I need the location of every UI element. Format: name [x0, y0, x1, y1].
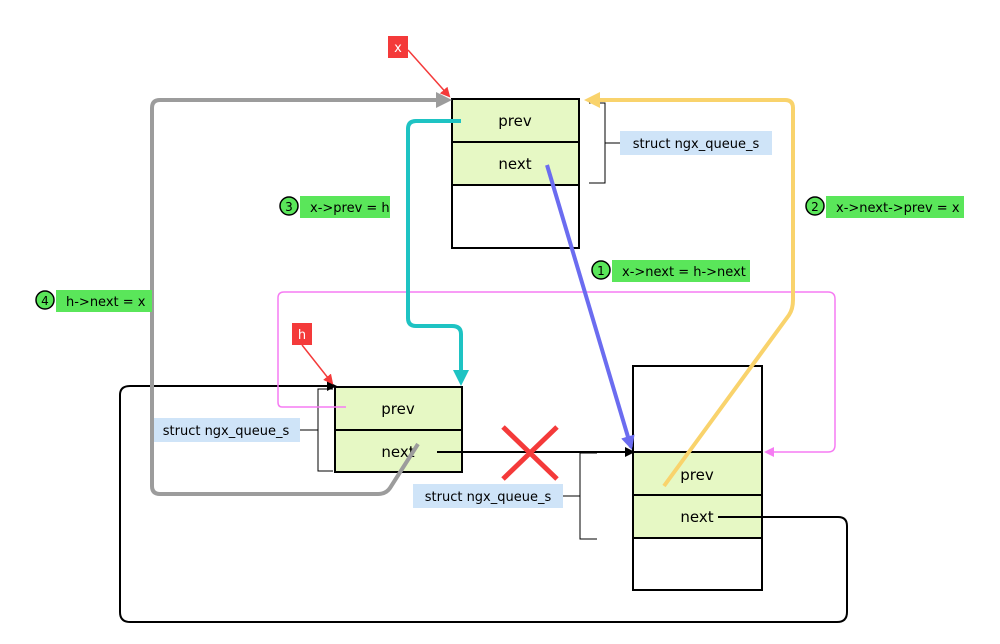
step3-label: 3 x->prev = h [279, 196, 390, 218]
pointer-x-arrow [407, 49, 451, 98]
node-next-prev-label: prev [680, 466, 714, 484]
node-x-next-cell [451, 141, 580, 186]
node-next-struct-bracket [563, 452, 597, 540]
step2-number: 2 [811, 200, 819, 214]
node-next-struct-label: struct ngx_queue_s [425, 490, 552, 505]
node-next-next-label: next [680, 508, 713, 526]
step2-label-bg [826, 196, 964, 218]
step1-label-bg [612, 260, 750, 282]
step4-arrow [150, 92, 452, 496]
node-x-next-label: next [498, 155, 531, 173]
step3-arrow [406, 119, 469, 386]
node-next-next-cell [632, 494, 763, 539]
step2-number-badge [805, 196, 825, 216]
node-h-prev-label: prev [381, 400, 415, 418]
node-next: prev next [632, 365, 763, 591]
node-x-struct-bracket [589, 102, 620, 184]
step3-number: 3 [285, 200, 293, 214]
step2-arrow [584, 92, 795, 488]
step3-number-badge [279, 196, 299, 216]
step2-label: 2 x->next->prev = x [805, 196, 964, 218]
step1-text: x->next = h->next [622, 265, 746, 280]
node-h-struct-bracket [300, 388, 333, 472]
node-h: prev next [334, 386, 463, 473]
node-x-struct-label: struct ngx_queue_s [633, 137, 760, 152]
step4-number: 4 [41, 294, 49, 308]
step4-number-badge [35, 290, 55, 310]
node-h-next-label: next [381, 443, 414, 461]
node-x: prev next [451, 98, 580, 249]
removed-link-cross-icon [501, 425, 559, 481]
pointer-h-label: h [298, 328, 306, 343]
step1-label: 1 x->next = h->next [591, 260, 750, 282]
step2-text: x->next->prev = x [836, 201, 960, 216]
step4-label-bg [56, 290, 152, 312]
node-x-struct-label-bg [620, 131, 772, 155]
step1-number-badge [591, 260, 611, 280]
node-x-prev-label: prev [498, 112, 532, 130]
pointer-h-arrow [301, 344, 334, 385]
step1-arrow [545, 164, 635, 450]
pointer-h: h [292, 323, 334, 385]
node-x-prev-cell [451, 98, 580, 143]
step3-label-bg [300, 196, 390, 218]
next-to-h-loop-arrow [119, 381, 848, 623]
step3-text: x->prev = h [310, 201, 390, 216]
step4-text: h->next = x [66, 295, 146, 310]
pointer-x-box [388, 36, 408, 58]
pointer-h-box [292, 323, 312, 345]
pointer-x-label: x [394, 41, 402, 56]
pointer-x: x [388, 36, 451, 98]
right-prev-to-h-arrow [277, 291, 836, 457]
node-h-struct-label-bg [152, 418, 300, 442]
node-next-struct-label-bg [413, 484, 563, 508]
node-h-struct-label: struct ngx_queue_s [163, 424, 290, 439]
step1-number: 1 [597, 264, 605, 278]
step4-label: 4 h->next = x [35, 290, 152, 312]
